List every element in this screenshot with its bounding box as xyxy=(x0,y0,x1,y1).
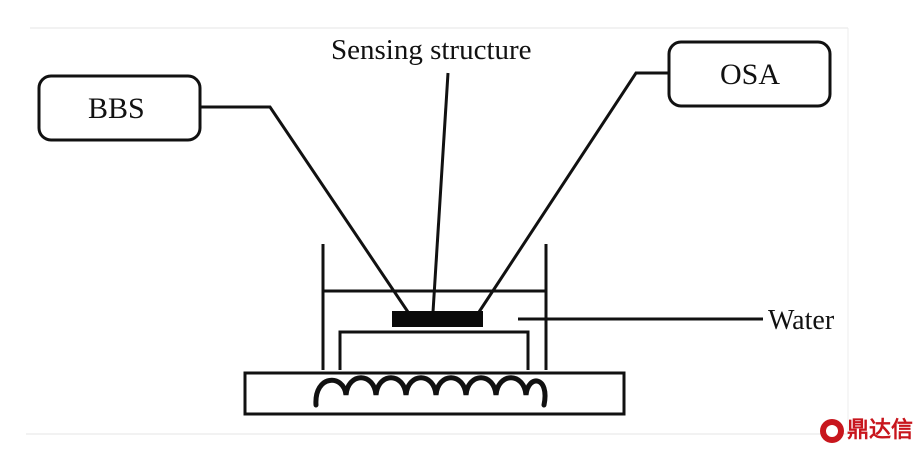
watermark-logo-icon xyxy=(819,419,844,443)
watermark-text: 鼎达信 xyxy=(846,418,913,443)
heating-coil xyxy=(313,375,548,408)
osa-label: OSA xyxy=(720,58,781,91)
watermark: 鼎达信 xyxy=(819,418,913,443)
water-label: Water xyxy=(768,305,835,336)
sensing-structure-label: Sensing structure xyxy=(331,34,532,66)
osa-fiber-line xyxy=(477,71,669,313)
bbs-fiber-line xyxy=(200,105,410,313)
bbs-label: BBS xyxy=(88,92,145,125)
sensing-structure-bar xyxy=(392,311,483,327)
sensing-structure-pointer xyxy=(431,72,450,313)
inner-stand xyxy=(338,330,530,370)
